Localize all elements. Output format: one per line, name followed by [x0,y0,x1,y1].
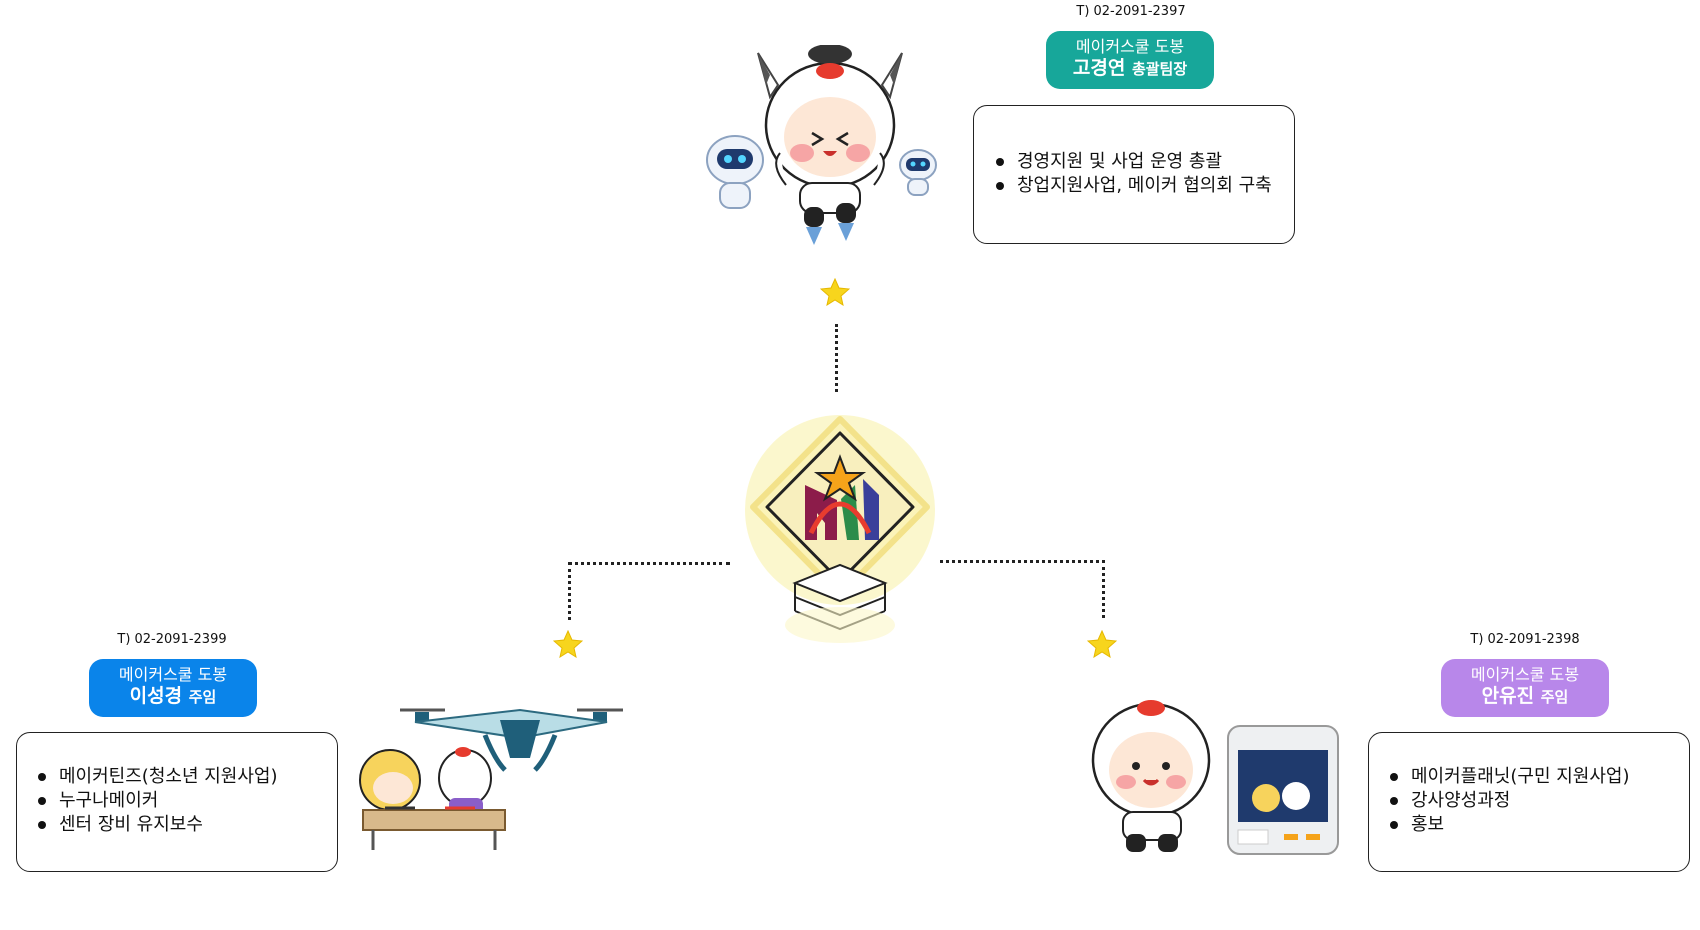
left-phone: T) 02-2091-2399 [117,632,227,647]
mascot-robots-illustration [700,45,945,245]
top-org: 메이커스쿨 도봉 [1075,37,1185,56]
top-name: 고경연 [1072,57,1126,79]
top-duty-item: 창업지원사업, 메이커 협의회 구축 [992,174,1294,198]
makerspace-logo-icon [745,415,935,650]
left-org: 메이커스쿨 도봉 [118,665,228,684]
connector-left-h [568,562,730,565]
left-duty-item: 누구나메이커 [34,789,337,813]
right-duty-item: 강사양성과정 [1386,789,1689,813]
right-phone: T) 02-2091-2398 [1470,632,1580,647]
mascot-icon [1091,700,1211,852]
star-icon [820,278,850,306]
drone-illustration [355,700,650,860]
right-role: 주임 [1540,688,1569,706]
connector-top [835,324,838,392]
left-badge: 메이커스쿨 도봉 이성경 주임 [89,659,257,717]
robot-icon [706,135,764,209]
right-duty-item: 홍보 [1386,813,1689,837]
top-duty-item: 경영지원 및 사업 운영 총괄 [992,150,1294,174]
left-duty-item: 메이커틴즈(청소년 지원사업) [34,765,337,789]
connector-right-h [940,560,1105,563]
left-role: 주임 [188,688,217,706]
left-duty-item: 센터 장비 유지보수 [34,813,337,837]
left-name: 이성경 [129,685,183,707]
connector-right-v [1102,560,1105,618]
top-badge: 메이커스쿨 도봉 고경연 총괄팀장 [1046,31,1214,89]
connector-left-v [568,562,571,620]
top-role: 총괄팀장 [1131,60,1188,78]
robot-icon [899,149,937,196]
right-org: 메이커스쿨 도봉 [1470,665,1580,684]
star-icon [1087,630,1117,658]
right-duty-item: 메이커플래닛(구민 지원사업) [1386,765,1689,789]
printer-illustration [1088,700,1340,860]
right-name: 안유진 [1481,685,1535,707]
star-icon [553,630,583,658]
top-duty-card: 경영지원 및 사업 운영 총괄 창업지원사업, 메이커 협의회 구축 [973,105,1295,244]
top-phone: T) 02-2091-2397 [1076,4,1186,19]
3d-printer-icon [1227,725,1339,855]
mascot-icon [757,45,903,245]
left-duty-card: 메이커틴즈(청소년 지원사업) 누구나메이커 센터 장비 유지보수 [16,732,338,872]
right-duty-card: 메이커플래닛(구민 지원사업) 강사양성과정 홍보 [1368,732,1690,872]
right-badge: 메이커스쿨 도봉 안유진 주임 [1441,659,1609,717]
drone-icon [400,708,623,772]
